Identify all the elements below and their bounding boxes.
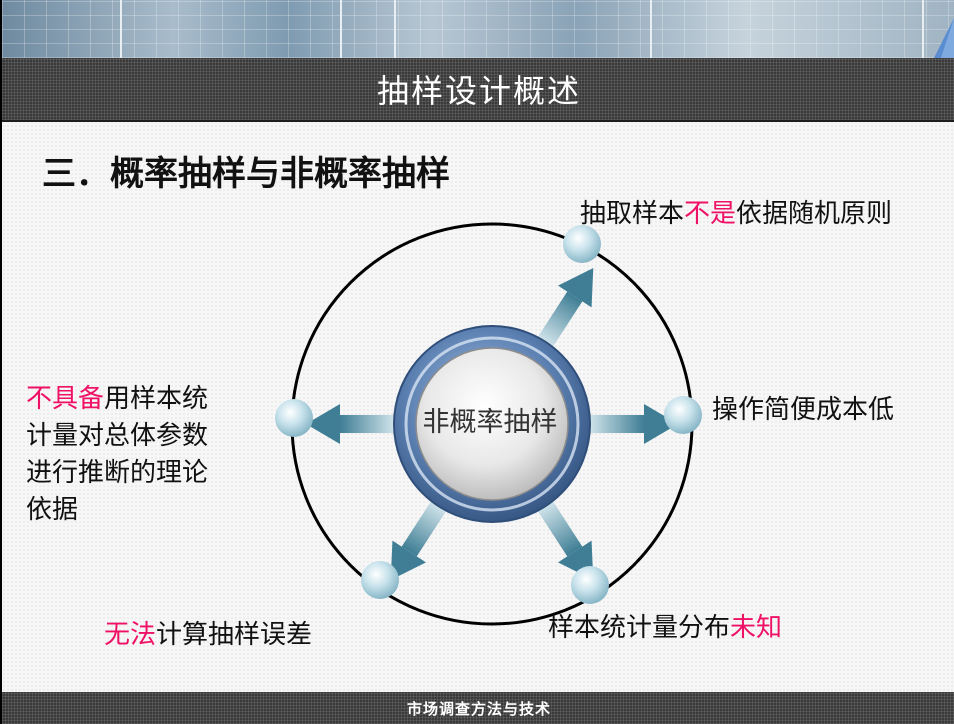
title-bar	[2, 58, 954, 122]
slide-title: 抽样设计概述	[376, 72, 581, 110]
arrow-right	[584, 404, 678, 444]
node-bottom-right	[571, 566, 609, 604]
arrow-up-right	[534, 268, 594, 352]
label-bottom-left: 无法计算抽样误差	[104, 620, 313, 650]
label-bottom-right: 样本统计量分布未知	[548, 613, 783, 643]
node-right	[664, 396, 702, 434]
footer-text: 市场调查方法与技术	[406, 700, 551, 718]
footer-bar	[2, 692, 954, 724]
label-top-right: 抽取样本不是依据随机原则	[580, 199, 893, 229]
node-left	[275, 399, 313, 437]
center-core	[415, 347, 569, 501]
arrow-left	[306, 404, 400, 444]
center-label: 非概率抽样	[422, 407, 558, 438]
section-heading: 三．概率抽样与非概率抽样	[42, 154, 450, 194]
label-right: 操作简便成本低	[712, 395, 895, 425]
label-left: 不具备用样本统 计量对总体参数 进行推断的理论 依据	[26, 384, 209, 525]
header-map-banner	[2, 0, 954, 59]
node-top-right	[563, 225, 601, 263]
arrow-down-left	[390, 496, 450, 580]
node-bottom-left	[361, 561, 399, 599]
